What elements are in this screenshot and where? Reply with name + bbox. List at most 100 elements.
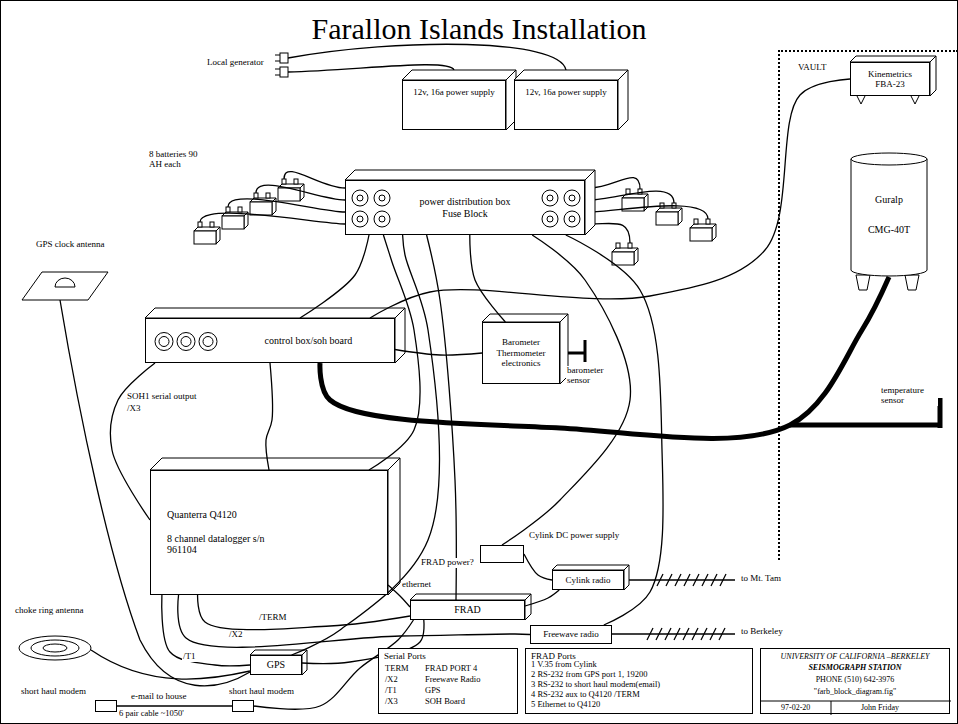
frad-box: FRAD (410, 600, 525, 620)
fuse-socket (547, 216, 553, 222)
antenna-hatch (665, 628, 671, 640)
fuse-socket (379, 216, 385, 222)
table-cell: TERM (384, 664, 410, 673)
choke-ring (43, 644, 67, 652)
table-cell: /X3 (384, 697, 399, 706)
choke-ring-antenna (19, 636, 91, 660)
antenna-hatch (711, 574, 717, 586)
node-text: FRAD (454, 604, 481, 616)
seismometer-top (851, 153, 927, 165)
antenna-label: GPS clock antenna (35, 240, 105, 250)
antenna-dome (55, 278, 75, 287)
battery-terminal (294, 179, 298, 184)
antenna-hatch (710, 628, 716, 640)
battery-terminal (616, 243, 620, 248)
antenna-hatch (674, 628, 680, 640)
cable-label: e-mail to house (130, 692, 188, 702)
node-text: Cylink radio (565, 575, 610, 585)
control-box: control box/soh board (145, 318, 395, 363)
battery (194, 231, 216, 244)
fuse-socket (542, 211, 558, 227)
antenna-hatch (647, 628, 653, 640)
battery-terminal (254, 193, 258, 198)
plug (280, 67, 288, 77)
fuse-socket (374, 211, 390, 227)
cable (117, 705, 232, 706)
connector-socket (177, 333, 195, 351)
fuse-socket (542, 190, 558, 206)
box-face (482, 314, 568, 384)
seismometer: Guralp CMG-40T (850, 152, 928, 277)
battery-terminal (238, 207, 242, 212)
fuse-socket (547, 195, 553, 201)
battery-terminal (282, 179, 286, 184)
table-row: 1 V.35 from Cylink (530, 660, 598, 669)
node-text: 8 channel datalogger s/n 961104 (167, 533, 277, 556)
antenna-hatch (720, 574, 726, 586)
battery (250, 202, 272, 215)
antenna-hatch (683, 628, 689, 640)
antenna-hatch (666, 574, 672, 586)
cable (524, 554, 552, 580)
battery (612, 248, 638, 265)
cable (266, 363, 273, 470)
battery-cable (200, 213, 345, 224)
power-cord (288, 44, 566, 70)
cable (502, 235, 630, 545)
port-label: SOH1 serial output (126, 392, 198, 402)
fuse-socket (379, 195, 385, 201)
antenna-hatch (684, 574, 690, 586)
node-text: power distribution box Fuse Block (410, 196, 520, 219)
generator-label: Local generator (206, 58, 265, 68)
choke-ring (31, 640, 79, 656)
battery (690, 224, 716, 241)
antenna-line (629, 579, 735, 580)
connector-socket (199, 333, 217, 351)
destination-label: to Mt. Tam (740, 574, 782, 584)
battery (690, 228, 712, 241)
vault-region: VAULTKinemetrics FBA-23Guralp CMG-40T (778, 50, 958, 560)
box-face (250, 650, 307, 675)
fuse-socket (564, 211, 580, 227)
fuse-socket (352, 211, 368, 227)
node-text: "farb_block_diagram.fig" (761, 687, 949, 696)
node-text: John Friday (861, 703, 899, 712)
gps-receiver: GPS (250, 655, 302, 675)
cable (178, 595, 530, 647)
table-cell: Freewave Radio (424, 675, 481, 684)
battery-terminal (266, 193, 270, 198)
sensor-label: barometer sensor (566, 366, 616, 386)
port-label: /X3 (126, 404, 142, 414)
title-block: UNIVERSITY OF CALIFORNIA –BERKELEYSEISMO… (760, 648, 950, 714)
fuse-socket (569, 216, 575, 222)
battery (612, 252, 634, 265)
radio: Freewave radio (530, 625, 612, 644)
table-row: 3 RS-232 to short haul modem(email) (530, 680, 661, 689)
node-decoration (850, 152, 928, 277)
cable (162, 595, 250, 666)
seismometer-body (851, 159, 927, 276)
box-face (150, 458, 400, 595)
cable-label: ethernet (401, 580, 432, 590)
battery (222, 212, 248, 229)
sensor-label: temperature sensor (880, 386, 938, 406)
fuse-socket (352, 190, 368, 206)
node-text: Guralp CMG-40T (864, 185, 914, 245)
fuse-socket (357, 195, 363, 201)
battery (656, 208, 682, 225)
battery-terminal (626, 189, 630, 194)
battery (222, 216, 244, 229)
box-face (552, 565, 629, 590)
table-row: 2 RS-232 from GPS port 1, 19200 (530, 670, 648, 679)
antenna-hatch (719, 628, 725, 640)
antenna-hatch (693, 574, 699, 586)
node-text: short haul modem (21, 686, 86, 696)
box-face (402, 70, 516, 130)
battery-cable (590, 223, 630, 243)
node-text: Serial Ports (384, 651, 426, 661)
accelerometer: Kinemetrics FBA-23 (850, 62, 930, 96)
box-face (514, 70, 628, 130)
node-text: Cylink DC power supply (529, 530, 619, 540)
antenna-hatch (702, 574, 708, 586)
node-text: PHONE (510) 642-3976 (761, 675, 949, 684)
